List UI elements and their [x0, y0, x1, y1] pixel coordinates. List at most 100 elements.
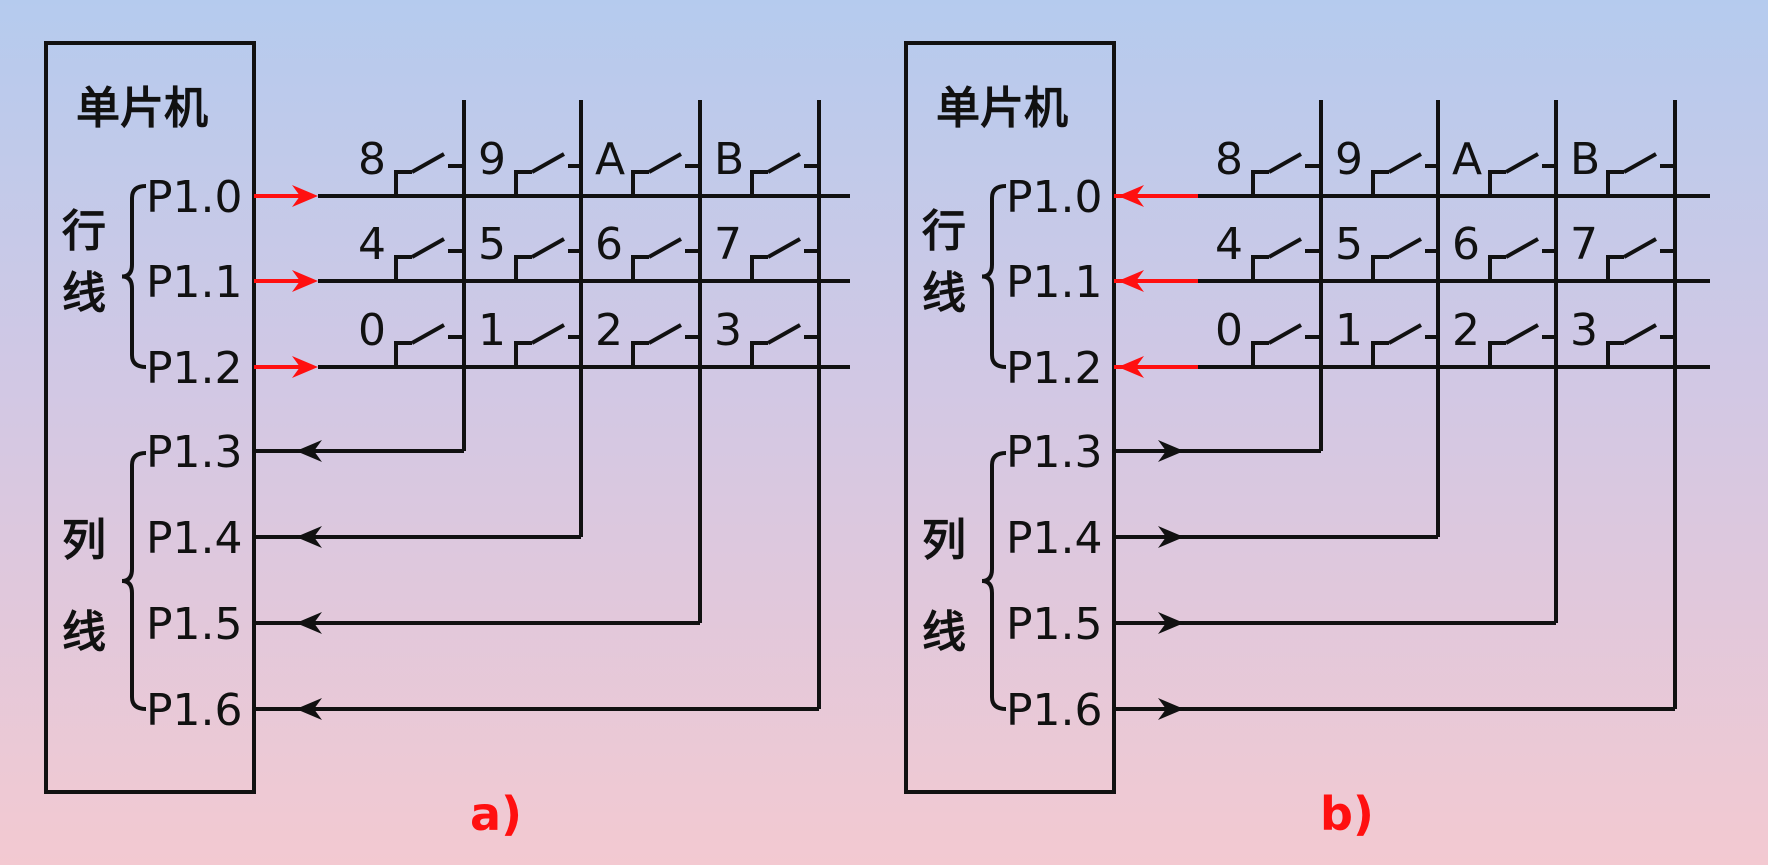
key-switch[interactable]: 6 — [595, 219, 700, 281]
switch-blade — [767, 237, 801, 259]
switch-blade — [1505, 152, 1539, 174]
key-label: 1 — [1335, 305, 1363, 356]
switch-lead — [1251, 341, 1269, 367]
col-group-label-char: 线 — [62, 607, 106, 658]
col-out-arrow — [1158, 526, 1184, 548]
col-group-label-char: 列 — [62, 515, 106, 566]
key-switch[interactable]: 4 — [1215, 219, 1321, 281]
switch-lead — [750, 170, 768, 196]
key-switch[interactable]: 7 — [714, 219, 819, 281]
key-switch[interactable]: 0 — [1215, 305, 1321, 367]
col-pin-label: P1.5 — [146, 599, 243, 650]
row-group-label-char: 线 — [922, 268, 966, 319]
switch-blade — [767, 152, 801, 174]
switch-lead — [394, 170, 412, 196]
key-switch[interactable]: 5 — [1335, 219, 1438, 281]
key-label: 2 — [1452, 305, 1480, 356]
switch-lead — [1488, 255, 1506, 281]
switch-lead — [1488, 170, 1506, 196]
switch-blade — [767, 323, 801, 345]
row-pin-label: P1.2 — [1006, 343, 1103, 394]
key-switch[interactable]: A — [1452, 134, 1556, 196]
key-label: 1 — [478, 305, 506, 356]
switch-blade — [531, 323, 565, 345]
switch-lead — [750, 255, 768, 281]
switch-lead — [1371, 255, 1389, 281]
key-switch[interactable]: 2 — [1452, 305, 1556, 367]
row-pin-label: P1.0 — [1006, 172, 1103, 223]
key-label: 9 — [1335, 134, 1363, 185]
switch-blade — [411, 152, 445, 174]
switch-lead — [631, 170, 649, 196]
row-in-arrow — [1118, 270, 1144, 292]
col-out-arrow — [1158, 612, 1184, 634]
key-switch[interactable]: 8 — [1215, 134, 1321, 196]
switch-lead — [1251, 255, 1269, 281]
key-label: 6 — [1452, 219, 1480, 270]
key-switch[interactable]: 4 — [358, 219, 464, 281]
key-switch[interactable]: 9 — [478, 134, 581, 196]
key-label: 8 — [358, 134, 386, 185]
switch-blade — [411, 323, 445, 345]
col-out-arrow — [1158, 440, 1184, 462]
switch-lead — [631, 255, 649, 281]
key-label: 0 — [1215, 305, 1243, 356]
col-group-label-char: 列 — [922, 515, 966, 566]
row-pin-label: P1.1 — [146, 257, 243, 308]
key-switch[interactable]: B — [1570, 134, 1675, 196]
key-switch[interactable]: B — [714, 134, 819, 196]
key-switch[interactable]: 9 — [1335, 134, 1438, 196]
switch-blade — [531, 152, 565, 174]
switch-blade — [1388, 237, 1422, 259]
key-label: A — [595, 134, 625, 185]
row-pin-label: P1.2 — [146, 343, 243, 394]
key-switch[interactable]: 7 — [1570, 219, 1675, 281]
key-switch[interactable]: 0 — [358, 305, 464, 367]
mcu-title: 单片机 — [936, 83, 1068, 134]
key-label: 6 — [595, 219, 623, 270]
key-switch[interactable]: 3 — [1570, 305, 1675, 367]
switch-lead — [394, 255, 412, 281]
key-label: 5 — [478, 219, 506, 270]
row-in-arrow — [1118, 356, 1144, 378]
col-in-arrow — [296, 698, 322, 720]
switch-lead — [1371, 170, 1389, 196]
key-label: 7 — [1570, 219, 1598, 270]
switch-lead — [750, 341, 768, 367]
switch-lead — [514, 170, 532, 196]
key-switch[interactable]: 1 — [1335, 305, 1438, 367]
key-label: B — [714, 134, 744, 185]
key-label: 5 — [1335, 219, 1363, 270]
switch-blade — [648, 152, 682, 174]
row-out-arrow — [292, 270, 318, 292]
key-switch[interactable]: 1 — [478, 305, 581, 367]
col-in-arrow — [296, 526, 322, 548]
key-label: 4 — [1215, 219, 1243, 270]
row-lines-brace — [121, 184, 147, 369]
row-group-label-char: 行 — [62, 206, 106, 257]
mcu-title: 单片机 — [76, 83, 208, 134]
switch-lead — [394, 341, 412, 367]
row-pin-label: P1.1 — [1006, 257, 1103, 308]
switch-blade — [648, 237, 682, 259]
row-group-label-char: 行 — [922, 206, 966, 257]
key-switch[interactable]: 8 — [358, 134, 464, 196]
switch-lead — [514, 341, 532, 367]
key-label: 9 — [478, 134, 506, 185]
switch-lead — [1488, 341, 1506, 367]
key-label: 2 — [595, 305, 623, 356]
key-switch[interactable]: 6 — [1452, 219, 1556, 281]
col-pin-label: P1.5 — [1006, 599, 1103, 650]
mcu-box — [44, 41, 256, 794]
key-switch[interactable]: A — [595, 134, 700, 196]
key-label: 4 — [358, 219, 386, 270]
col-in-arrow — [296, 440, 322, 462]
col-pin-label: P1.3 — [1006, 427, 1103, 478]
key-switch[interactable]: 5 — [478, 219, 581, 281]
row-out-arrow — [292, 356, 318, 378]
key-label: 0 — [358, 305, 386, 356]
key-switch[interactable]: 2 — [595, 305, 700, 367]
key-switch[interactable]: 3 — [714, 305, 819, 367]
